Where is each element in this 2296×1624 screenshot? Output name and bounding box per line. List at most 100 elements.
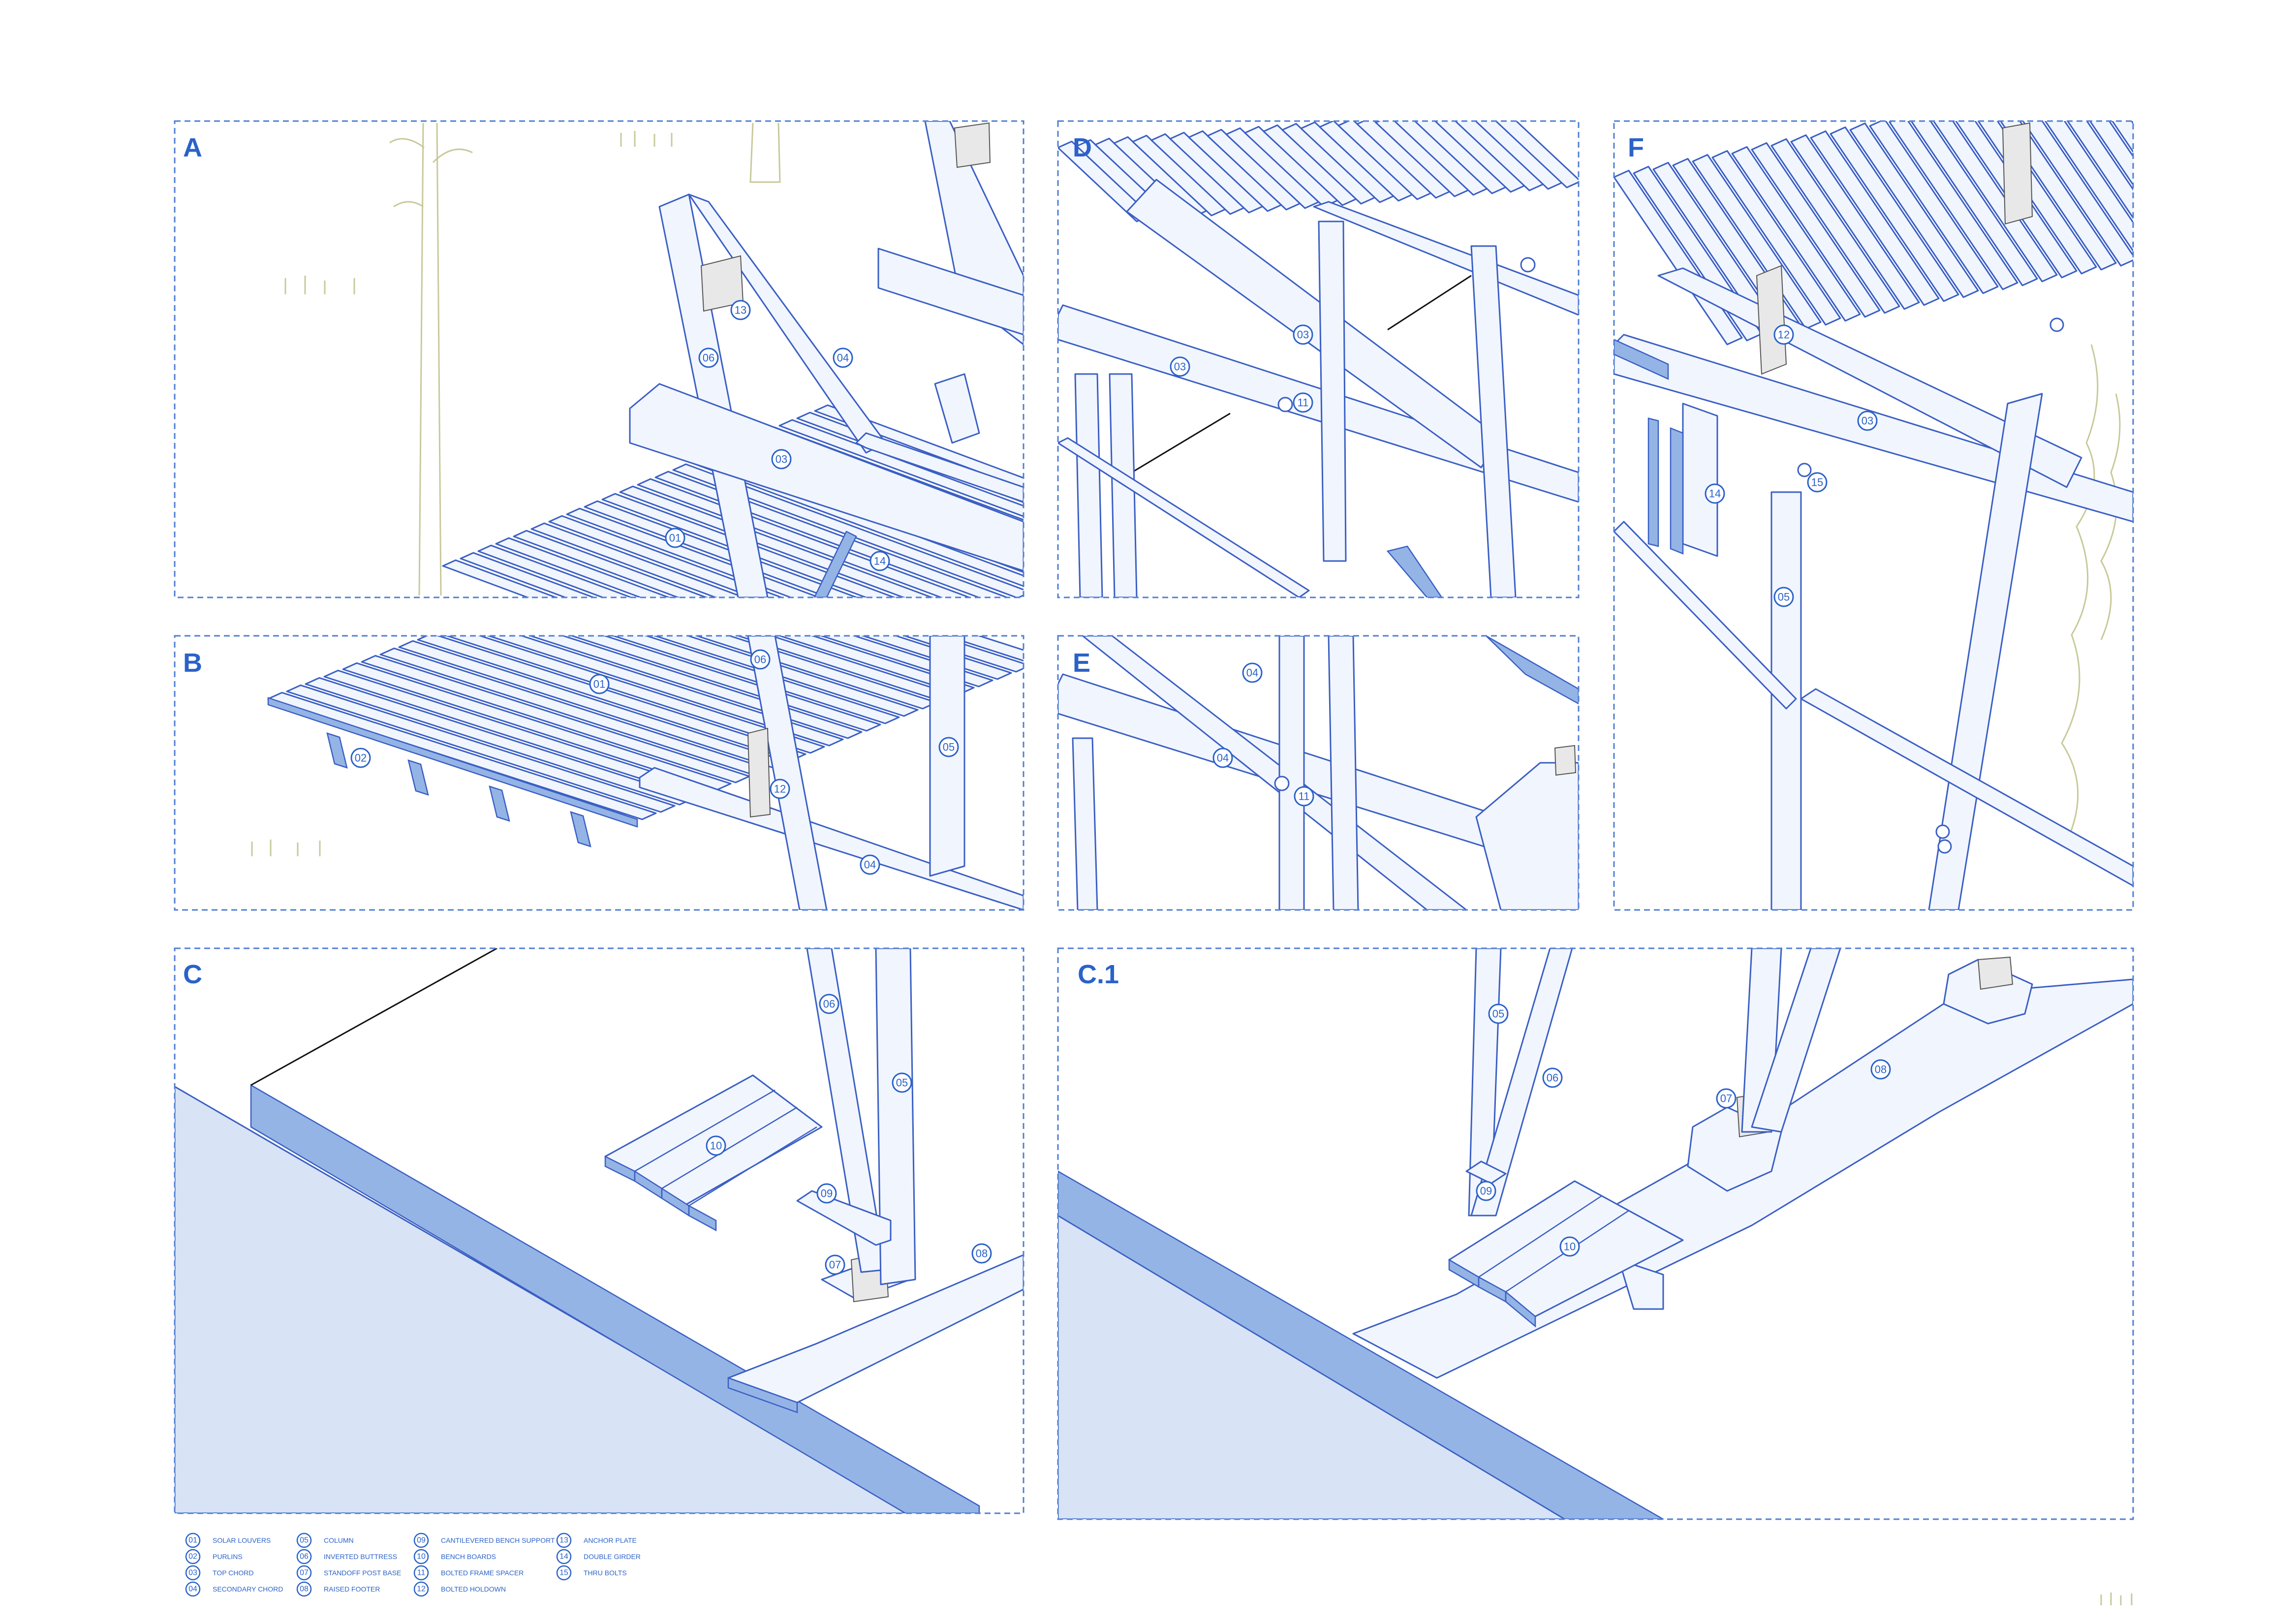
panel-d-drawing [1058, 121, 1579, 597]
callout-tag: 11 [1294, 786, 1314, 807]
svg-text:03: 03 [776, 453, 787, 466]
callout-tag: 05 [1488, 1003, 1509, 1024]
callout-tag: 02 [350, 748, 371, 768]
panel-letter: B [183, 648, 202, 678]
svg-text:10: 10 [710, 1140, 722, 1152]
callout-tag: 13 [730, 300, 751, 320]
svg-text:04: 04 [1217, 752, 1229, 764]
svg-text:STANDOFF POST BASE: STANDOFF POST BASE [324, 1569, 401, 1577]
svg-text:PURLINS: PURLINS [213, 1553, 243, 1561]
panel-a-frame [174, 120, 1024, 598]
callout-tag: 08 [971, 1243, 992, 1264]
callout-tag: 06 [819, 994, 839, 1014]
svg-text:CANTILEVERED BENCH SUPPORT: CANTILEVERED BENCH SUPPORT [441, 1536, 555, 1544]
svg-text:COLUMN: COLUMN [324, 1536, 354, 1544]
callout-tag: 14 [1705, 483, 1725, 504]
callout-tag: 11 [1293, 392, 1313, 413]
svg-text:03: 03 [188, 1569, 197, 1577]
svg-text:01: 01 [188, 1536, 197, 1545]
svg-text:03: 03 [1297, 329, 1309, 341]
legend-item: 02 PURLINS [185, 1549, 243, 1564]
callout-tag: 03 [1857, 410, 1878, 431]
svg-text:04: 04 [188, 1585, 197, 1593]
svg-text:06: 06 [823, 998, 835, 1010]
panel-letter: E [1073, 648, 1090, 678]
callout-tag: 05 [892, 1072, 912, 1093]
solar-louvers [1614, 121, 2133, 345]
svg-text:06: 06 [703, 352, 714, 364]
legend-item: 12 BOLTED HOLDOWN [413, 1581, 506, 1597]
svg-text:12: 12 [774, 783, 786, 795]
svg-text:12: 12 [417, 1585, 426, 1593]
svg-text:SOLAR LOUVERS: SOLAR LOUVERS [213, 1536, 271, 1544]
panel-d-frame [1057, 120, 1580, 598]
callout-tag: 10 [706, 1135, 726, 1156]
callout-tag: 04 [1242, 662, 1263, 683]
tree-outline [389, 123, 781, 596]
svg-text:09: 09 [1480, 1185, 1492, 1197]
svg-text:05: 05 [943, 741, 955, 753]
svg-text:BOLTED FRAME SPACER: BOLTED FRAME SPACER [441, 1569, 524, 1577]
svg-text:06: 06 [300, 1553, 309, 1561]
svg-text:02: 02 [355, 752, 367, 764]
svg-text:11: 11 [417, 1569, 426, 1577]
svg-text:15: 15 [1811, 476, 1823, 489]
svg-text:THRU BOLTS: THRU BOLTS [584, 1569, 627, 1577]
svg-text:08: 08 [1875, 1063, 1887, 1076]
panel-a-drawing [284, 121, 1024, 597]
svg-text:BOLTED HOLDOWN: BOLTED HOLDOWN [441, 1585, 506, 1593]
panel-letter: C.1 [1078, 960, 1119, 989]
callout-tag: 09 [816, 1183, 837, 1204]
callout-tag: 06 [750, 649, 771, 670]
panel-e-frame [1057, 635, 1580, 911]
panel-c1-drawing [1058, 948, 2133, 1519]
svg-text:09: 09 [417, 1536, 426, 1545]
tree-outline [2061, 344, 2121, 842]
panel-letter: A [183, 133, 202, 162]
callout-tag: 06 [1542, 1067, 1563, 1088]
callout-tag: 07 [1716, 1088, 1737, 1109]
grass-ticks [251, 840, 321, 856]
panel-letter: C [183, 960, 202, 989]
svg-text:10: 10 [417, 1553, 426, 1561]
edge-line [250, 948, 497, 1086]
callout-tag: 14 [869, 551, 890, 571]
panel-d: D 03 03 11 [1057, 120, 1580, 598]
svg-text:05: 05 [1492, 1008, 1504, 1020]
panel-letter: F [1628, 133, 1644, 162]
panel-a: A 13 06 04 03 01 14 [174, 120, 1024, 598]
callout-tag: 12 [770, 779, 790, 799]
callout-tag: 10 [1559, 1236, 1580, 1257]
svg-text:DOUBLE GIRDER: DOUBLE GIRDER [584, 1553, 641, 1561]
svg-text:09: 09 [821, 1187, 833, 1200]
grass-ticks [284, 131, 673, 294]
legend-item: 01 SOLAR LOUVERS [185, 1532, 271, 1548]
callout-tag: 04 [833, 347, 853, 368]
callout-tag: 09 [1476, 1181, 1496, 1201]
panel-c-drawing [175, 948, 1024, 1513]
svg-text:07: 07 [829, 1259, 841, 1271]
svg-text:14: 14 [874, 555, 886, 567]
svg-text:ANCHOR PLATE: ANCHOR PLATE [584, 1536, 637, 1544]
panel-c1-frame [1057, 947, 2134, 1520]
svg-text:04: 04 [864, 859, 876, 871]
panel-e-drawing [1058, 636, 1579, 910]
callout-tag: 01 [665, 528, 685, 548]
svg-text:02: 02 [188, 1553, 197, 1561]
panel-letter: D [1073, 133, 1092, 162]
legend-item: 11 BOLTED FRAME SPACER [413, 1565, 524, 1581]
svg-text:SECONDARY CHORD: SECONDARY CHORD [213, 1585, 283, 1593]
svg-text:03: 03 [1862, 415, 1873, 427]
panel-f: F 12 03 14 15 05 [1613, 120, 2134, 911]
svg-text:01: 01 [669, 532, 681, 544]
svg-text:06: 06 [1547, 1072, 1558, 1084]
